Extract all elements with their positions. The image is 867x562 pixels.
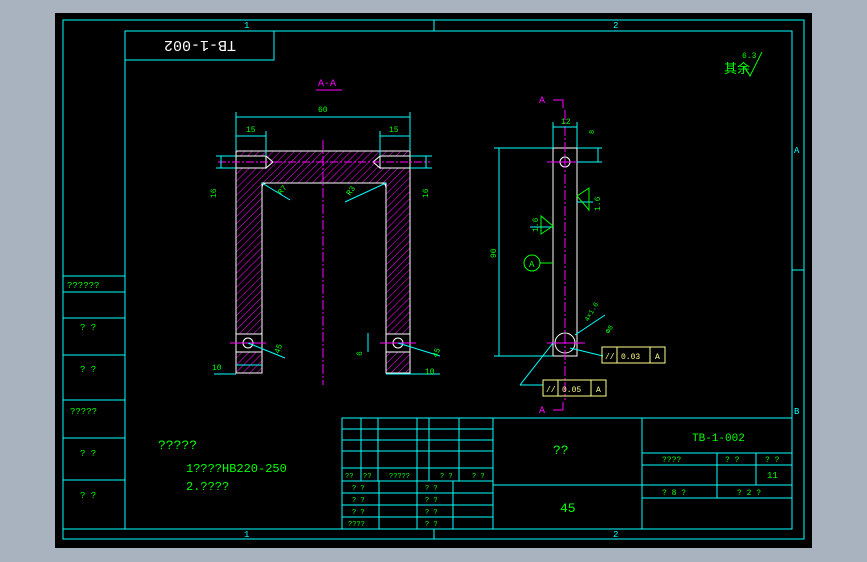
svg-text:6.3: 6.3 [742,52,757,61]
notes-line-2: 2.???? [186,480,229,494]
sheet-background [55,13,812,548]
tolerance-frame-2: // 0.05 A [542,379,607,397]
dim-hole-depth-right: 16 [422,188,431,198]
dim-angle-right: 45 [431,347,443,359]
revision-header-4: ? ? [440,473,453,481]
dim-slot-left: 15 [246,126,256,135]
zone-bottom-1: 1 [244,530,249,540]
title-sheet-info-1: ? 8 ? [662,489,686,498]
revision-header-3: ????? [389,473,410,481]
svg-text:A: A [655,353,660,362]
surface-finish-mark: 其余 6.3 [724,51,763,78]
svg-text:A: A [529,260,535,270]
signature-row-1-b: ? ? [425,485,438,493]
section-label: A-A [318,79,336,90]
dim-roughness-left: 1.6 [532,217,541,232]
signature-row-4-b: ? ? [425,521,438,529]
section-cut-label-top: A [539,96,545,107]
section-cut-label-bottom: A [539,406,545,417]
left-strip-table [62,275,126,530]
svg-text:0.05: 0.05 [562,386,581,395]
roughness-mark-right [576,187,590,212]
svg-text://: // [546,386,556,395]
left-strip-label-4: ????? [70,407,97,417]
dim-bottom-right: 10 [425,368,435,377]
title-sheet-info-2: ? 2 ? [737,489,761,498]
signature-row-2-a: ? ? [352,497,365,505]
drawing-number-inverted: TB-1-002 [164,36,236,53]
section-cut-marks [553,99,564,411]
notes-title: ????? [158,438,197,453]
svg-text:0.03: 0.03 [621,353,640,362]
dim-side-height: 90 [490,248,499,258]
revision-header-5: ? ? [472,473,485,481]
zone-top-1: 1 [244,21,249,31]
signature-row-3-a: ? ? [352,509,365,517]
section-dimensions [214,112,441,375]
title-part-name: ?? [553,443,569,458]
svg-text:A: A [596,386,601,395]
title-block [341,417,793,530]
dim-angle-left: 45 [273,343,285,355]
title-header-2: ? ? [725,456,740,465]
title-drawing-no: TB-1-002 [692,433,745,445]
left-strip-label-2: ? ? [80,323,96,333]
title-material: 45 [560,501,576,516]
title-header-1: ???? [662,456,681,465]
left-strip-label-1: ?????? [67,281,99,291]
dim-side-small: 6 [356,351,365,356]
revision-header-1: ?? [345,473,353,481]
zone-top-2: 2 [613,21,618,31]
side-view-part [547,110,585,400]
zone-right-b: B [794,407,800,417]
section-view-part [218,140,430,385]
left-strip-label-6: ? ? [80,491,96,501]
signature-row-3-b: ? ? [425,509,438,517]
title-scale-value: 11 [767,471,778,481]
revision-header-2: ?? [363,473,371,481]
dim-width-total: 60 [318,106,328,115]
datum-symbol: A [523,254,553,272]
roughness-mark-left [540,214,554,235]
zone-right-a: A [794,146,800,156]
dim-side-width: 12 [561,118,571,127]
left-strip-label-3: ? ? [80,365,96,375]
title-header-3: ? ? [765,456,780,465]
svg-text:其余: 其余 [724,61,750,77]
dim-bottom-left: 10 [212,364,222,373]
dim-hole-depth-left: 16 [210,188,219,198]
svg-text://: // [605,353,615,362]
zone-bottom-2: 2 [613,530,618,540]
dim-slot-right: 15 [389,126,399,135]
signature-row-1-a: ? ? [352,485,365,493]
notes-line-1: 1????HB220-250 [186,462,287,476]
dim-side-top: 8 [589,130,597,134]
side-dimensions [494,122,606,386]
signature-row-2-b: ? ? [425,497,438,505]
tolerance-frame-1: // 0.03 A [601,346,666,364]
dim-hole-dia: Φ8 [605,324,616,335]
left-strip-label-5: ? ? [80,449,96,459]
signature-row-4-a: ???? [348,521,365,529]
dim-roughness-right: 1.6 [594,196,603,211]
